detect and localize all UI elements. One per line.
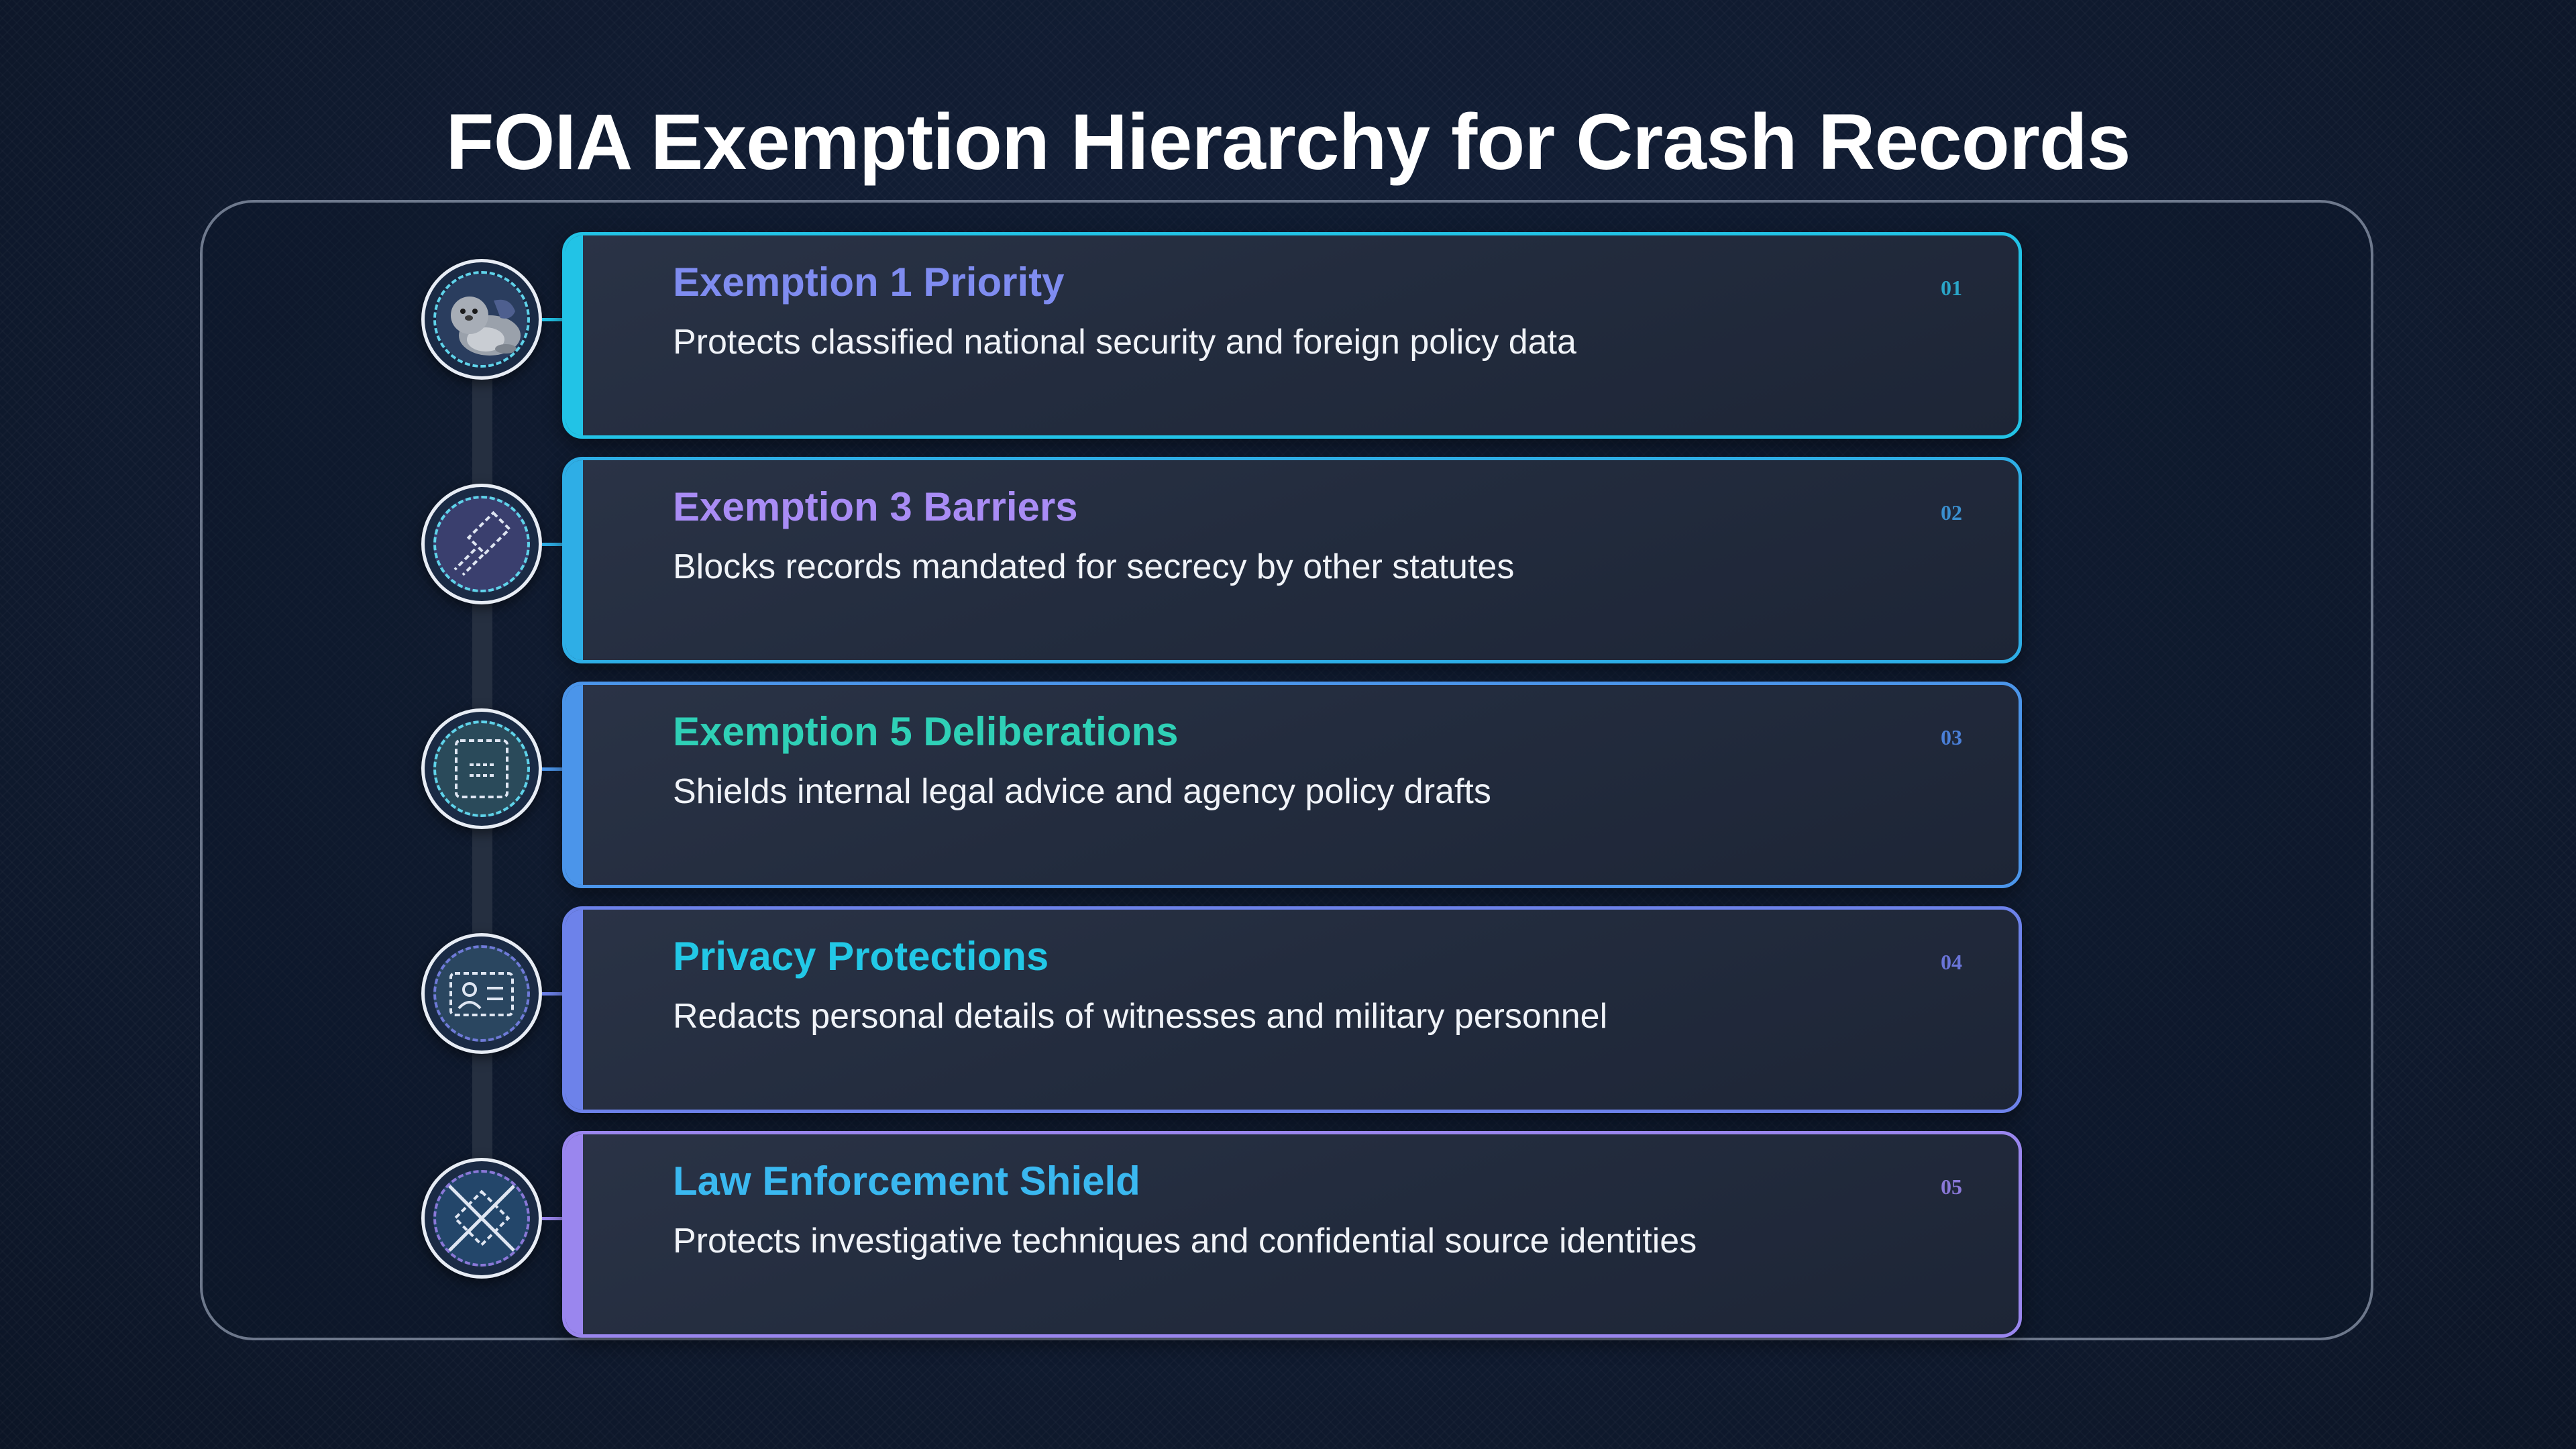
card-heading: Exemption 5 Deliberations xyxy=(673,709,1179,754)
card-description: Protects investigative techniques and co… xyxy=(673,1222,1697,1260)
crossed-badge-icon xyxy=(433,1170,530,1267)
card-number: 02 xyxy=(1941,500,1962,525)
id-card-icon xyxy=(433,945,530,1042)
exemption-card-3: Exemption 5 Deliberations Shields intern… xyxy=(562,682,2022,888)
connector-3 xyxy=(542,767,566,771)
card-number: 01 xyxy=(1941,276,1962,300)
exemption-card-2: Exemption 3 Barriers Blocks records mand… xyxy=(562,457,2022,663)
connector-5 xyxy=(542,1217,566,1220)
connector-2 xyxy=(542,543,566,546)
node-5 xyxy=(421,1158,542,1279)
card-accent xyxy=(566,460,583,660)
gavel-icon xyxy=(433,496,530,592)
card-accent xyxy=(566,685,583,885)
card-description: Blocks records mandated for secrecy by o… xyxy=(673,547,1515,586)
card-description: Protects classified national security an… xyxy=(673,323,1576,362)
exemption-card-5: Law Enforcement Shield Protects investig… xyxy=(562,1131,2022,1338)
node-2 xyxy=(421,484,542,604)
card-heading: Exemption 3 Barriers xyxy=(673,484,1078,529)
node-4 xyxy=(421,933,542,1054)
card-accent xyxy=(566,1134,583,1334)
page-title: FOIA Exemption Hierarchy for Crash Recor… xyxy=(445,98,2131,186)
card-number: 04 xyxy=(1941,950,1962,974)
card-heading: Privacy Protections xyxy=(673,934,1049,979)
card-heading: Exemption 1 Priority xyxy=(673,260,1065,305)
node-3 xyxy=(421,708,542,829)
exemption-card-4: Privacy Protections Redacts personal det… xyxy=(562,906,2022,1113)
card-accent xyxy=(566,910,583,1110)
seal-mascot-icon xyxy=(433,271,530,368)
card-number: 03 xyxy=(1941,725,1962,749)
connector-1 xyxy=(542,318,566,321)
exemption-card-1: Exemption 1 Priority Protects classified… xyxy=(562,232,2022,439)
document-icon xyxy=(433,720,530,817)
connector-4 xyxy=(542,992,566,996)
card-accent xyxy=(566,235,583,435)
card-description: Shields internal legal advice and agency… xyxy=(673,772,1491,811)
card-heading: Law Enforcement Shield xyxy=(673,1159,1140,1203)
node-1 xyxy=(421,259,542,380)
card-number: 05 xyxy=(1941,1175,1962,1199)
card-description: Redacts personal details of witnesses an… xyxy=(673,997,1608,1036)
